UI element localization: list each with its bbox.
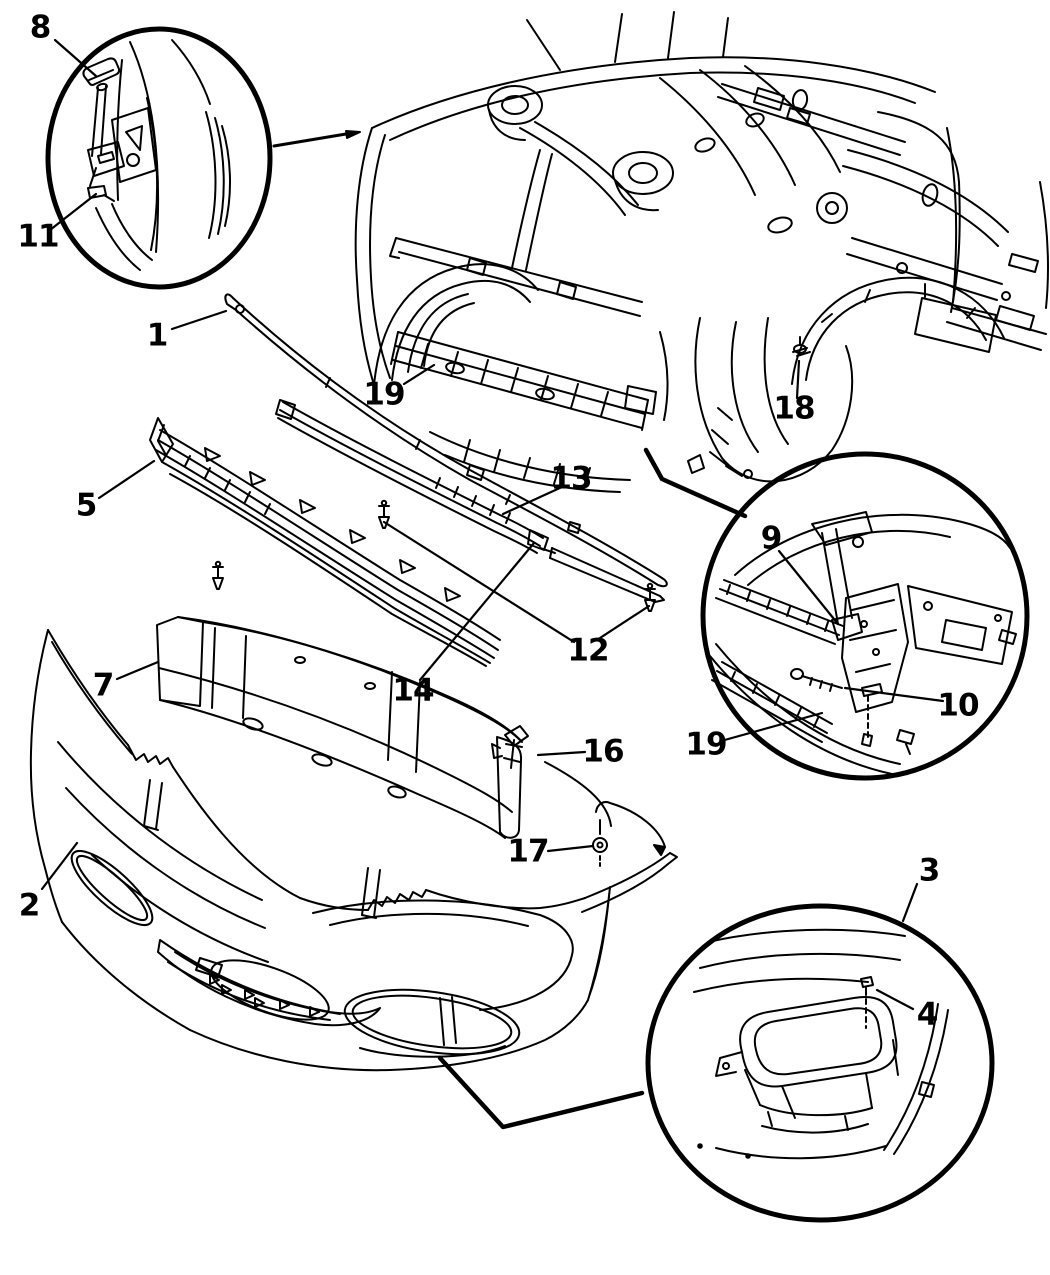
body-structure-drawing	[354, 11, 1049, 493]
callout-7: 7	[92, 667, 115, 704]
callout-19-radiator: 19	[363, 376, 405, 413]
push-pin-12a	[378, 499, 390, 529]
bolt-18-glyph	[792, 336, 808, 354]
callout-17: 17	[507, 833, 549, 870]
part-7-absorber	[156, 616, 529, 839]
callout-leader-lines	[40, 38, 945, 1011]
callout-5: 5	[75, 487, 98, 524]
callout-11: 11	[17, 218, 59, 255]
push-pin-fasteners	[212, 499, 656, 867]
push-pin-extra	[212, 560, 224, 590]
part-13-lower-strip	[275, 399, 665, 603]
detail-circle-fender-bracket	[45, 26, 361, 290]
callout-16: 16	[582, 733, 624, 770]
callout-19-shield: 19	[685, 726, 727, 763]
part-2-fascia	[29, 629, 678, 1072]
callout-3: 3	[918, 852, 941, 889]
callout-2: 2	[18, 887, 41, 924]
callout-12: 12	[567, 632, 609, 669]
callout-1: 1	[146, 317, 169, 354]
clip-16-glyph	[491, 739, 523, 769]
callout-13: 13	[550, 460, 592, 497]
callout-8: 8	[29, 9, 52, 46]
part-5-grille	[149, 417, 501, 667]
callout-14: 14	[392, 672, 434, 709]
detail-circle-foglamp-bracket	[437, 903, 995, 1223]
part-1-support-strip	[224, 293, 668, 588]
callout-9: 9	[760, 520, 783, 557]
callout-10: 10	[937, 687, 979, 724]
callout-4: 4	[916, 996, 939, 1033]
grommet-17-glyph	[592, 819, 608, 867]
callout-18: 18	[773, 390, 815, 427]
